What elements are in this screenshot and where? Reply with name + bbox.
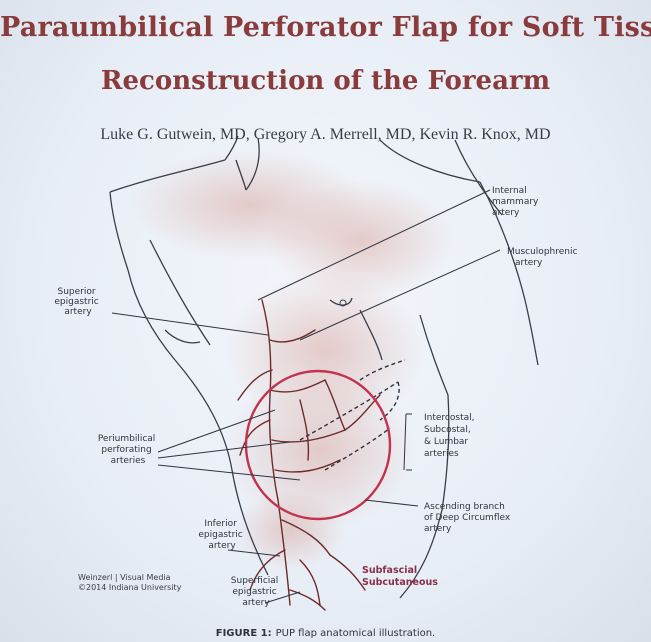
label-layers: Subfascial Subcutaneous: [362, 565, 438, 588]
label-superficial-epigastric: Superficial epigastric artery: [231, 576, 281, 608]
illustration-credit: Weinzerl | Visual Media ©2014 Indiana Un…: [78, 573, 182, 592]
label-superior-epigastric: Superior epigastric artery: [54, 287, 101, 317]
label-inferior-epigastric: Inferior epigastric artery: [198, 519, 245, 551]
label-periumbilical: Periumbilical perforating arteries: [98, 434, 158, 466]
label-musculophrenic: Musculophrenic artery: [507, 247, 580, 268]
label-internal-mammary: Internal mammary artery: [492, 186, 541, 218]
caption-label: FIGURE 1:: [216, 628, 272, 639]
skin-shading: [130, 150, 455, 570]
label-intercostal: Intercostal, Subcostal, & Lumbar arterie…: [424, 413, 477, 459]
label-ascending-branch: Ascending branch of Deep Circumflex arte…: [424, 502, 513, 534]
caption-text: PUP flap anatomical illustration.: [276, 628, 436, 639]
figure-caption: FIGURE 1: PUP flap anatomical illustratio…: [0, 628, 651, 639]
